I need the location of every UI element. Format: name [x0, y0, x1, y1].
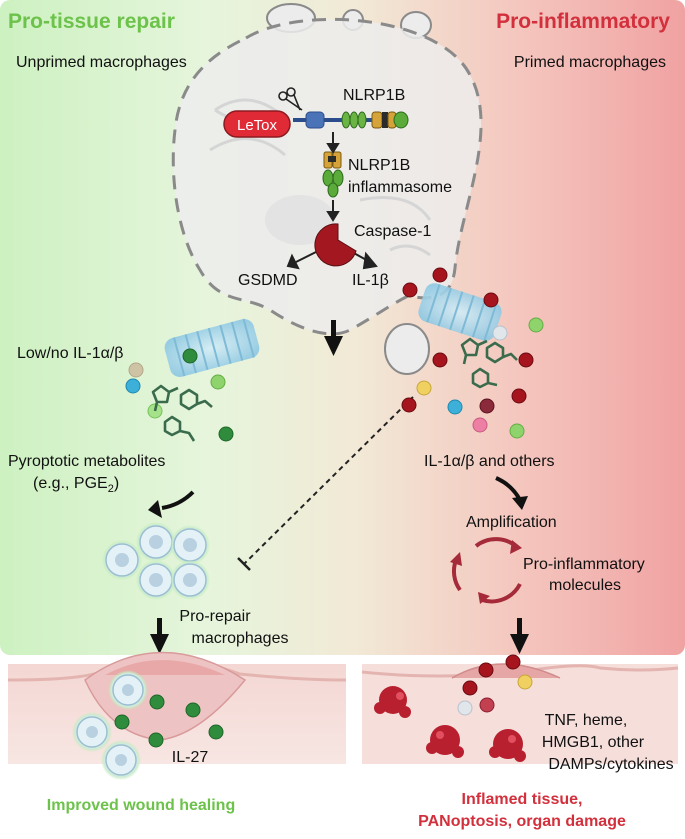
metabolite-molecule-icon-left: [151, 384, 213, 442]
metabolites-subscript: 2: [108, 483, 114, 495]
inhibition-line: [243, 396, 414, 565]
release-arrow: [324, 320, 343, 356]
damps-line2: HMGB1, other: [542, 734, 645, 751]
left-subtitle: Unprimed macrophages: [16, 54, 187, 71]
pathway-arrows: [286, 132, 378, 270]
outcome-arrows: [150, 618, 529, 654]
gsdmd-label: GSDMD: [238, 272, 298, 289]
pro-repair-line1: Pro-repair: [179, 608, 251, 625]
il1b-label: IL-1β: [352, 272, 389, 289]
caspase-label: Caspase-1: [354, 223, 431, 240]
il27-label: IL-27: [172, 749, 209, 766]
metabolites-prefix: (e.g., PGE: [33, 475, 108, 492]
metabolite-arrowhead: [148, 500, 162, 518]
inflammasome-line1: NLRP1B: [348, 157, 410, 174]
proinflam-line1: Pro-inflammatory: [523, 556, 645, 573]
right-title: Pro-inflammatory: [496, 10, 670, 33]
gsdmd-pore-icon-right: [418, 283, 502, 342]
metabolite-molecule-icon-right: [460, 337, 518, 389]
nlrp1b-protein: [293, 111, 409, 129]
metabolite-arrow: [161, 490, 195, 510]
metabolites-line1: Pyroptotic metabolites: [8, 453, 165, 470]
nlrp1b-label: NLRP1B: [343, 87, 405, 104]
right-particles: [401, 267, 544, 439]
letox-badge: [223, 110, 291, 138]
inhibition-bar: [237, 557, 251, 571]
metabolites-suffix: ): [114, 475, 119, 492]
inflammasome-icon: [322, 151, 344, 198]
metabolites-line2: (e.g., PGE2): [33, 475, 119, 495]
il1-others-label: IL-1α/β and others: [424, 453, 555, 470]
wound-tissue-icon-right: [361, 654, 679, 764]
amplification-arrowhead: [512, 496, 528, 510]
caspase-pacman-icon: [314, 223, 357, 267]
macrophage-cell-icon-cluster: [102, 522, 210, 600]
amplification-label: Amplification: [466, 514, 557, 531]
organelles: [209, 98, 432, 257]
scissors-icon: [278, 87, 303, 111]
right-subtitle: Primed macrophages: [514, 54, 666, 71]
pro-repair-line2: macrophages: [192, 630, 289, 647]
wound-tissue-icon-left: [7, 651, 347, 780]
low-il1-label: Low/no IL-1α/β: [17, 345, 124, 362]
proinflam-line2: molecules: [549, 577, 621, 594]
letox-label: LeTox: [237, 117, 278, 134]
right-outcome-line2: PANoptosis, organ damage: [418, 813, 626, 830]
damps-line3: DAMPs/cytokines: [548, 756, 673, 773]
right-outcome-line1: Inflamed tissue,: [462, 791, 583, 808]
cycle-arrowheads: [450, 540, 522, 604]
damps-line1: TNF, heme,: [545, 712, 628, 729]
left-outcome: Improved wound healing: [47, 797, 235, 814]
inflammasome-line2: inflammasome: [348, 179, 452, 196]
left-title: Pro-tissue repair: [8, 10, 175, 33]
